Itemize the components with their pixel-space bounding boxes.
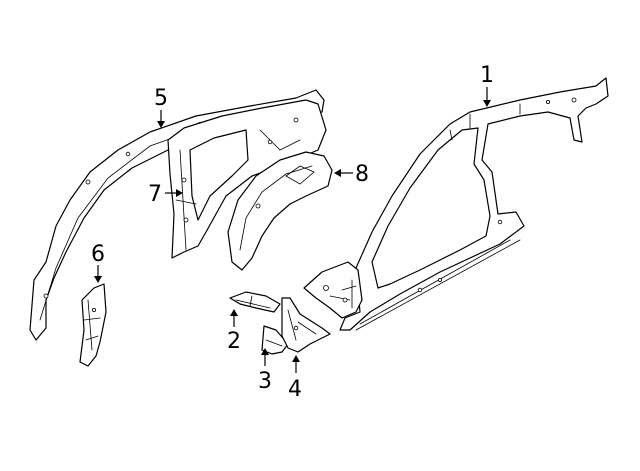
arrowhead-2 <box>230 309 238 316</box>
part-2-bracket <box>229 291 281 313</box>
arrowhead-3 <box>261 348 269 355</box>
callout-4: 4 <box>288 377 302 402</box>
arrowhead-4 <box>292 355 300 362</box>
callout-labels: 1 2 3 4 5 6 7 8 <box>91 63 494 402</box>
arrowhead-5 <box>157 121 165 128</box>
part-4-lower-bracket <box>281 297 331 353</box>
arrowhead-8 <box>334 169 341 177</box>
part-7-quarter-inner <box>167 99 327 259</box>
arrowhead-7 <box>176 189 183 197</box>
callout-6: 6 <box>91 242 105 267</box>
arrowhead-6 <box>94 276 102 283</box>
callout-5: 5 <box>154 86 168 111</box>
part-6-pillar-reinforcement <box>79 283 107 367</box>
callout-7: 7 <box>148 182 162 207</box>
callout-1: 1 <box>480 63 494 88</box>
callout-2: 2 <box>227 329 241 354</box>
callout-3: 3 <box>258 369 272 394</box>
leaders <box>94 87 491 373</box>
part-1-bodyside-panel <box>303 77 609 331</box>
callout-8: 8 <box>355 162 369 187</box>
arrowhead-1 <box>483 100 491 107</box>
part-8-wheelhouse <box>227 151 333 271</box>
